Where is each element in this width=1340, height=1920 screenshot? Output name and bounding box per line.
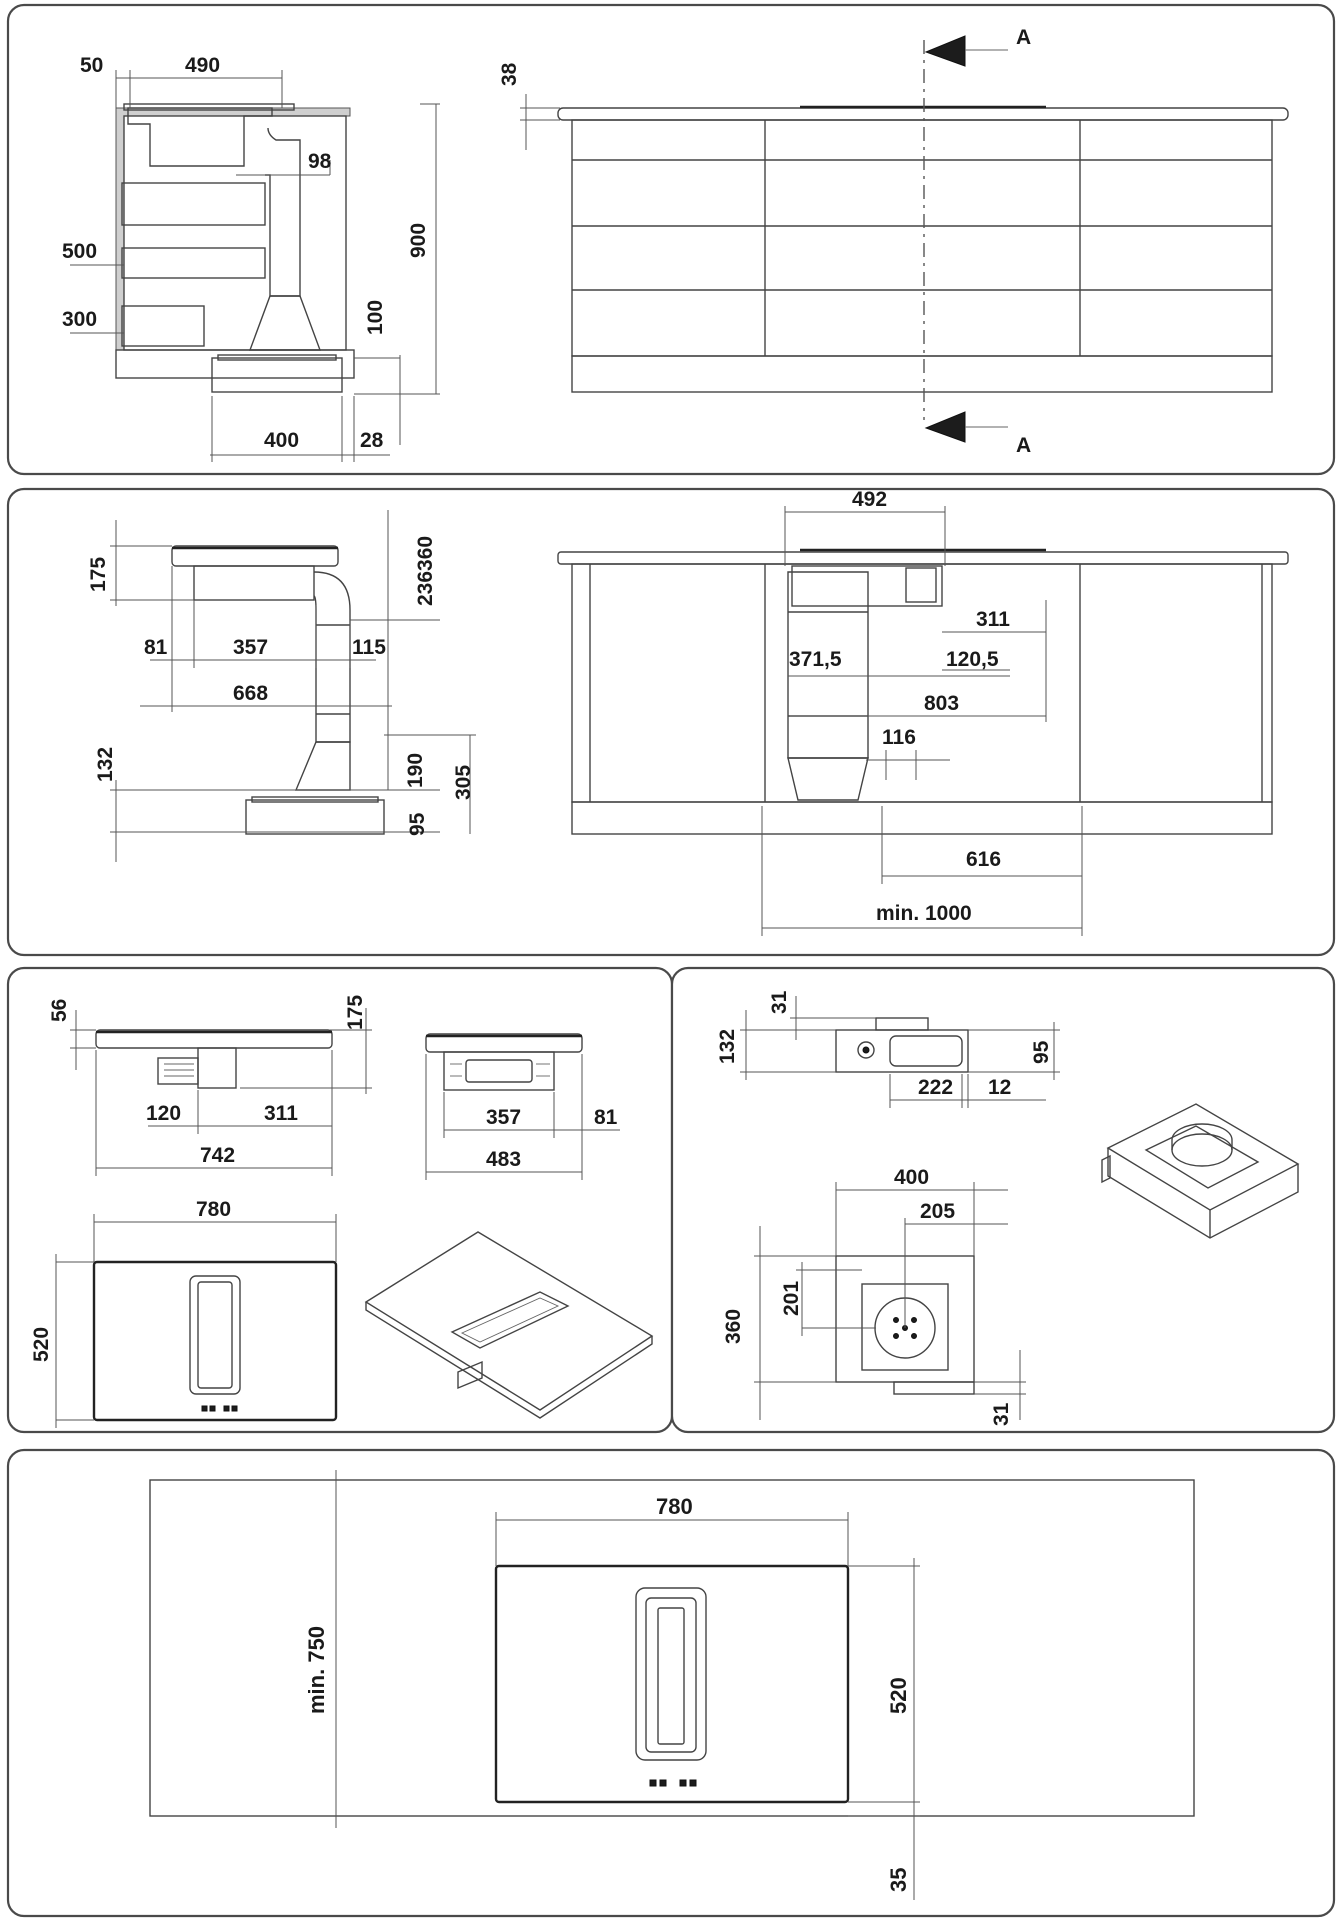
dim-label-311: 311	[976, 608, 1010, 631]
fan-unit	[791, 565, 943, 607]
section-marker-top: A	[1016, 26, 1031, 49]
filter-side-top	[875, 1017, 929, 1031]
dim-label-12: 12	[988, 1076, 1011, 1099]
section-arrow-top	[924, 35, 966, 67]
drawer-2	[121, 247, 266, 279]
dim-label-900: 900	[407, 223, 430, 258]
panel-frame-4	[670, 966, 1336, 1434]
dim-label-95b: 95	[1030, 1040, 1053, 1064]
dim-label-50: 50	[80, 54, 103, 77]
dim-label-min-750: min. 750	[304, 1626, 329, 1714]
duct-transition	[248, 295, 322, 351]
dim-label-175: 175	[87, 557, 110, 592]
dim-label-300: 300	[62, 308, 97, 331]
dim-label-520b: 520	[886, 1677, 911, 1714]
dim-label-616: 616	[966, 848, 1001, 871]
dim-label-205: 205	[920, 1200, 955, 1223]
panel-frame-3	[6, 966, 674, 1434]
dim-label-min-1000: min. 1000	[876, 902, 972, 925]
filter-box	[211, 357, 343, 393]
dim-label-311b: 311	[264, 1102, 298, 1125]
dim-label-100: 100	[364, 300, 387, 335]
hob-plan-view	[494, 1564, 850, 1804]
dim-label-132b: 132	[716, 1029, 739, 1064]
dim-label-120: 120	[146, 1102, 181, 1125]
panel-frame-2	[6, 487, 1336, 957]
dim-label-116: 116	[882, 726, 916, 749]
dim-label-31b: 31	[990, 1402, 1013, 1426]
hob-top-vent	[189, 1275, 241, 1395]
dim-label-98: 98	[308, 150, 332, 173]
dim-label-115: 115	[352, 636, 386, 659]
panel-frame-1	[6, 3, 1336, 476]
control-dot	[201, 1405, 208, 1412]
island-section-view: 492 311 371,5 120,5 803 116 616 min. 100…	[557, 488, 1289, 936]
drawer-1	[121, 182, 266, 226]
dim-label-483: 483	[486, 1148, 521, 1171]
worktop-outline	[149, 1479, 1195, 1817]
dim-label-28: 28	[360, 429, 384, 452]
duct-base	[787, 757, 869, 801]
section-marker-bottom: A	[1016, 434, 1031, 457]
panel-filter-unit: 31 132 95 222 12 400 205 360 201 31	[670, 966, 1336, 1434]
panel-frame-5	[6, 1448, 1336, 1918]
filter-unit	[245, 799, 385, 835]
island-plinth-2	[571, 801, 1273, 835]
dim-label-668: 668	[233, 682, 268, 705]
dim-label-520: 520	[30, 1327, 53, 1362]
island-plinth	[571, 355, 1273, 393]
dim-label-400b: 400	[894, 1166, 929, 1189]
dim-label-780: 780	[196, 1198, 231, 1221]
hob-plan-vent	[635, 1587, 707, 1761]
dim-label-175b: 175	[344, 995, 367, 1030]
dim-label-742: 742	[200, 1144, 235, 1167]
dim-label-803: 803	[924, 692, 959, 715]
dim-label-492: 492	[852, 488, 887, 511]
drawer-3	[121, 305, 205, 347]
dim-label-490: 490	[185, 54, 220, 77]
dim-label-357b: 357	[486, 1106, 521, 1129]
filter-lid	[217, 354, 337, 361]
hob-iso-vent	[450, 1291, 570, 1349]
panel-duct-section: 175 236360 81 357 115 668 132 190 305 95	[6, 487, 1336, 957]
panel-hob-dimensions: 56 175 120 311 742 357 81 483	[6, 966, 674, 1434]
dim-label-201: 201	[780, 1281, 803, 1316]
dim-label-31a: 31	[768, 990, 791, 1014]
dim-label-371-5: 371,5	[789, 648, 842, 671]
cabinet-plinth	[115, 349, 355, 379]
dim-label-222: 222	[918, 1076, 953, 1099]
dim-label-357: 357	[233, 636, 268, 659]
dim-label-35: 35	[886, 1868, 911, 1892]
dim-label-81: 81	[144, 636, 168, 659]
dim-label-56: 56	[48, 999, 71, 1022]
dim-label-780b: 780	[656, 1494, 693, 1519]
dim-label-38: 38	[498, 62, 521, 86]
duct-side-view: 175 236360 81 357 115 668 132 190 305 95	[87, 510, 476, 862]
dim-label-236360: 236360	[414, 536, 437, 606]
dim-label-120-5: 120,5	[946, 648, 999, 671]
dim-label-360: 360	[722, 1309, 745, 1344]
plan-control-dot	[649, 1779, 657, 1787]
dim-label-190: 190	[404, 753, 427, 788]
cabinet-side-view: 50 490 98 500 300 900 100 400 28	[62, 54, 440, 462]
dim-label-500: 500	[62, 240, 97, 263]
hob-top-view	[92, 1260, 338, 1422]
fan-housing	[193, 565, 315, 601]
panel-cutout-plan: 780 min. 750 520 35	[6, 1448, 1336, 1918]
dim-label-95: 95	[406, 812, 429, 836]
dim-label-81b: 81	[594, 1106, 618, 1129]
filter-side-port	[857, 1041, 875, 1059]
hob-front-housing	[443, 1051, 555, 1091]
panel-cabinet-section: 50 490 98 500 300 900 100 400 28	[6, 3, 1336, 476]
dim-label-400: 400	[264, 429, 299, 452]
island-front-view: A A 38	[498, 26, 1289, 457]
dim-label-305: 305	[452, 765, 475, 800]
worktop-edge	[123, 103, 295, 111]
dim-label-132: 132	[94, 747, 117, 782]
